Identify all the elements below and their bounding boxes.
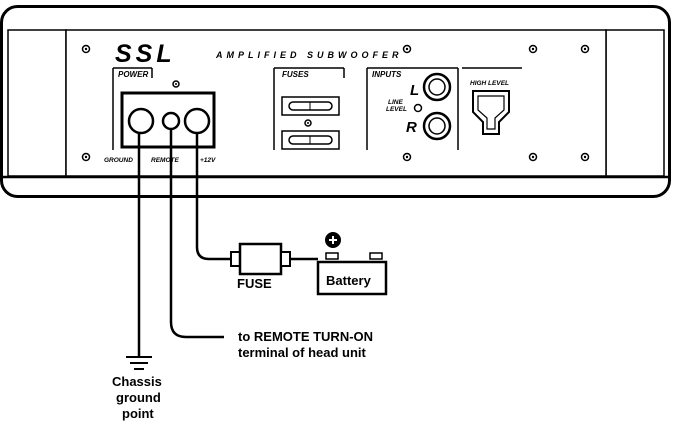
inputs-heading: INPUTS [372,70,402,79]
screw-icon [402,44,412,54]
screw-icon [172,80,180,88]
chassis-ground-label-line2: ground [116,390,161,405]
brand-logo: SSL [115,40,176,68]
battery-label: Battery [326,273,372,288]
screw-icon [580,44,590,54]
inline-fuse: FUSE [230,242,291,291]
wires [137,129,318,356]
fuses-section: FUSES [273,67,345,150]
high-level-connector-icon [472,90,510,135]
battery-positive-post [325,252,339,260]
right-input-label: R [406,119,417,136]
battery: Battery [316,232,388,296]
line-level-label-line1: LINE [388,99,403,106]
rca-jack-left-icon [422,72,452,102]
battery-negative-post [369,252,383,260]
positive-wire [195,133,231,261]
fuse-label: FUSE [237,276,272,291]
power-heading: POWER [118,70,148,79]
ground-symbol-icon [126,356,152,370]
line-level-knob-icon [413,103,423,113]
mounting-screws [81,44,590,162]
remote-terminal-label: REMOTE [151,157,179,164]
plus-12v-terminal [183,107,211,135]
chassis-ground-label-line3: point [122,406,154,421]
screw-icon [580,152,590,162]
head-unit-terminal-label: terminal of head unit [238,345,367,360]
plus-12v-terminal-label: +12V [200,157,216,164]
power-section: POWER GROUND REMOTE +12V [104,67,216,164]
chassis-ground-label-line1: Chassis [112,374,162,389]
screw-icon [402,152,412,162]
brand-subtitle: AMPLIFIED SUBWOOFER [215,50,403,60]
line-level-label-line2: LEVEL [386,106,407,113]
ground-terminal [127,107,155,135]
remote-turn-on-label: to REMOTE TURN-ON [238,329,373,344]
ground-terminal-label: GROUND [104,157,133,164]
fuse-holder-top [281,96,340,116]
screw-icon [304,119,312,127]
rca-jack-right-icon [422,111,452,141]
left-input-label: L [410,82,419,99]
remote-wire [169,129,224,339]
remote-terminal [161,111,181,131]
fuse-holder-bottom [281,130,340,150]
fuses-heading: FUSES [282,70,309,79]
high-level-label: HIGH LEVEL [470,80,509,87]
screw-icon [81,152,91,162]
positive-terminal-icon [325,232,341,248]
screw-icon [528,152,538,162]
left-side-bracket [7,29,67,177]
screw-icon [81,44,91,54]
screw-icon [528,44,538,54]
right-side-bracket [605,29,665,177]
inputs-section: INPUTS LINE LEVEL L R HIGH LEVEL [366,67,522,150]
